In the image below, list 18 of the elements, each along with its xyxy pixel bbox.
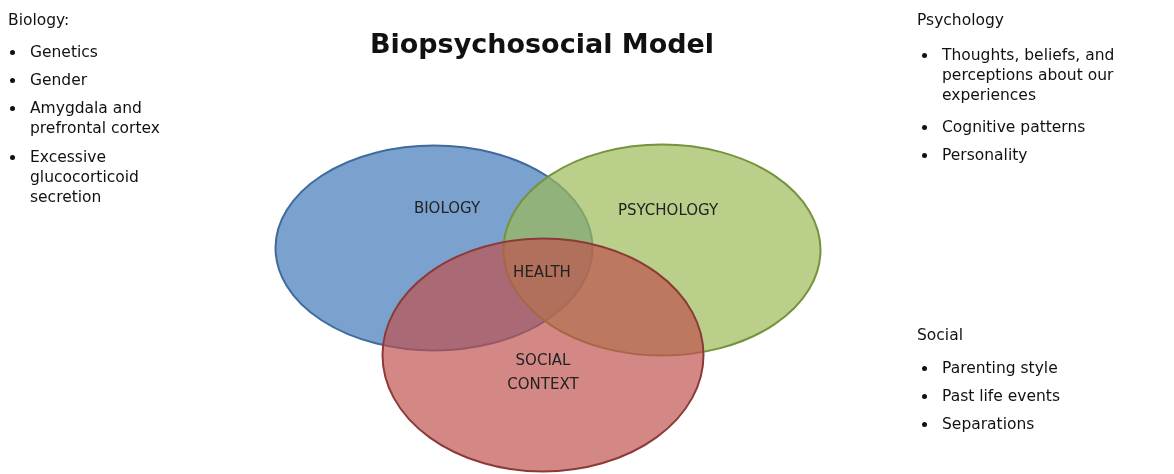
list-heading: Social — [917, 325, 964, 345]
list-item: Separations — [942, 414, 1036, 434]
circle-label: SOCIAL CONTEXT — [506, 350, 580, 395]
circle-label: PSYCHOLOGY — [616, 200, 720, 221]
list-heading: Biology: — [8, 10, 71, 30]
list-item: Amygdala and prefrontal cortex — [30, 98, 161, 138]
list-item: Thoughts, beliefs, and perceptions about our experiences — [942, 45, 1116, 105]
list-heading: Psychology — [917, 10, 1005, 30]
diagram-title: Biopsychosocial Model — [368, 28, 716, 59]
list-item: Parenting style — [942, 358, 1059, 378]
overlap-label: HEALTH — [513, 263, 571, 281]
list-item: Excessive glucocorticoid secretion — [30, 147, 140, 207]
list-item: Cognitive patterns — [942, 117, 1087, 137]
list-item: Personality — [942, 145, 1029, 165]
circle-label: BIOLOGY — [412, 198, 482, 219]
list-item: Genetics — [30, 42, 99, 62]
list-item: Past life events — [942, 386, 1061, 406]
list-item: Gender — [30, 70, 89, 90]
